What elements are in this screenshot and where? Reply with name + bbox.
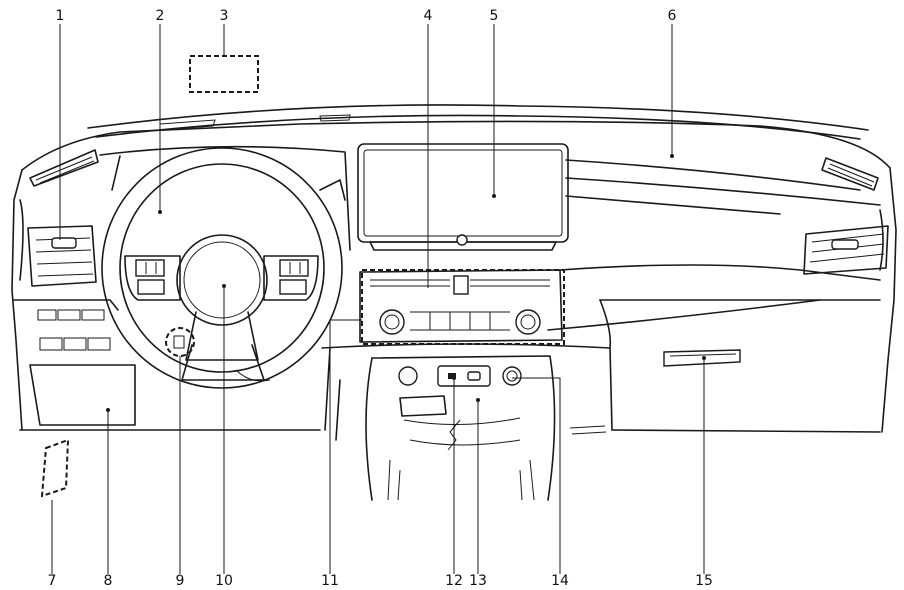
callout-4: 4 (424, 8, 433, 24)
center-climate-panel (359, 269, 563, 343)
callout-6: 6 (668, 8, 677, 24)
callout-14: 14 (551, 573, 569, 589)
dashboard-outline (11, 104, 897, 441)
callout-2: 2 (156, 8, 165, 24)
hud-dashed-frame (189, 55, 259, 93)
callout-13: 13 (469, 573, 487, 589)
climate-dashed-frame (361, 269, 565, 345)
callout-8: 8 (104, 573, 113, 589)
callout-12: 12 (445, 573, 463, 589)
right-vents (803, 157, 889, 275)
callout-15: 15 (695, 573, 713, 589)
leader-dots (106, 154, 706, 412)
switch-dashed-circle (165, 327, 195, 357)
callout-10: 10 (215, 573, 233, 589)
steering-wheel (101, 147, 343, 389)
leader-lines (51, 24, 705, 574)
center-console (365, 355, 556, 501)
door-dashed-frame (40, 438, 70, 498)
callout-3: 3 (220, 8, 229, 24)
callout-7: 7 (48, 573, 57, 589)
instrument-binnacle (99, 145, 351, 251)
center-display (357, 143, 569, 251)
callout-11: 11 (321, 573, 339, 589)
glovebox-handle (569, 349, 741, 435)
callout-1: 1 (56, 8, 65, 24)
callout-9: 9 (176, 573, 185, 589)
left-vents (27, 149, 99, 287)
callout-5: 5 (490, 8, 499, 24)
